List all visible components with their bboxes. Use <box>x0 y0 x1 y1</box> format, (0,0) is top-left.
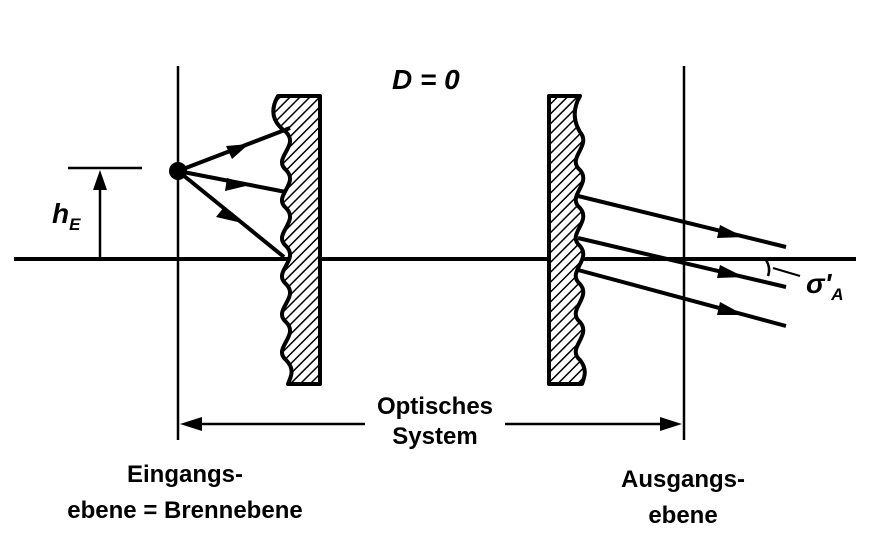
angle-arc <box>764 259 771 277</box>
angle-label-main: σ' <box>806 268 832 299</box>
input-ray-upper-arrow <box>226 144 249 159</box>
optical-system-label: Optisches System <box>350 392 520 452</box>
height-label: hE <box>52 196 81 234</box>
system-label-line2: System <box>392 423 478 450</box>
system-arrow-right <box>660 417 682 431</box>
input-label-line1: Eingangs- <box>126 461 243 488</box>
output-plane-label: Ausgangs- ebene <box>598 462 768 534</box>
system-label-line1: Optisches <box>376 393 494 420</box>
output-ray-lower <box>577 268 787 328</box>
output-ray-upper <box>577 194 787 249</box>
angle-leader <box>772 267 801 277</box>
height-label-sub: E <box>69 215 81 234</box>
diagram-title: D = 0 <box>392 64 460 95</box>
left-wavy-surface <box>271 94 322 386</box>
system-arrow-left <box>180 417 202 431</box>
input-ray-middle-arrow <box>225 178 250 191</box>
angle-label: σ'A <box>806 266 844 304</box>
output-ray-middle-arrow <box>717 265 744 278</box>
output-label-line1: Ausgangs- <box>620 466 745 493</box>
input-ray-lower-arrow <box>216 207 242 223</box>
right-wavy-surface <box>547 94 587 386</box>
input-plane-label: Eingangs- ebene = Brennebene <box>20 457 350 529</box>
height-label-main: h <box>52 198 70 229</box>
output-ray-middle <box>577 236 787 289</box>
output-ray-upper-arrow <box>717 225 744 238</box>
output-label-line2: ebene <box>648 502 718 529</box>
input-label-line2: ebene = Brennebene <box>67 497 303 524</box>
output-ray-lower-arrow <box>717 302 744 315</box>
angle-label-sub: A <box>831 285 844 304</box>
height-arrowhead <box>93 170 107 190</box>
